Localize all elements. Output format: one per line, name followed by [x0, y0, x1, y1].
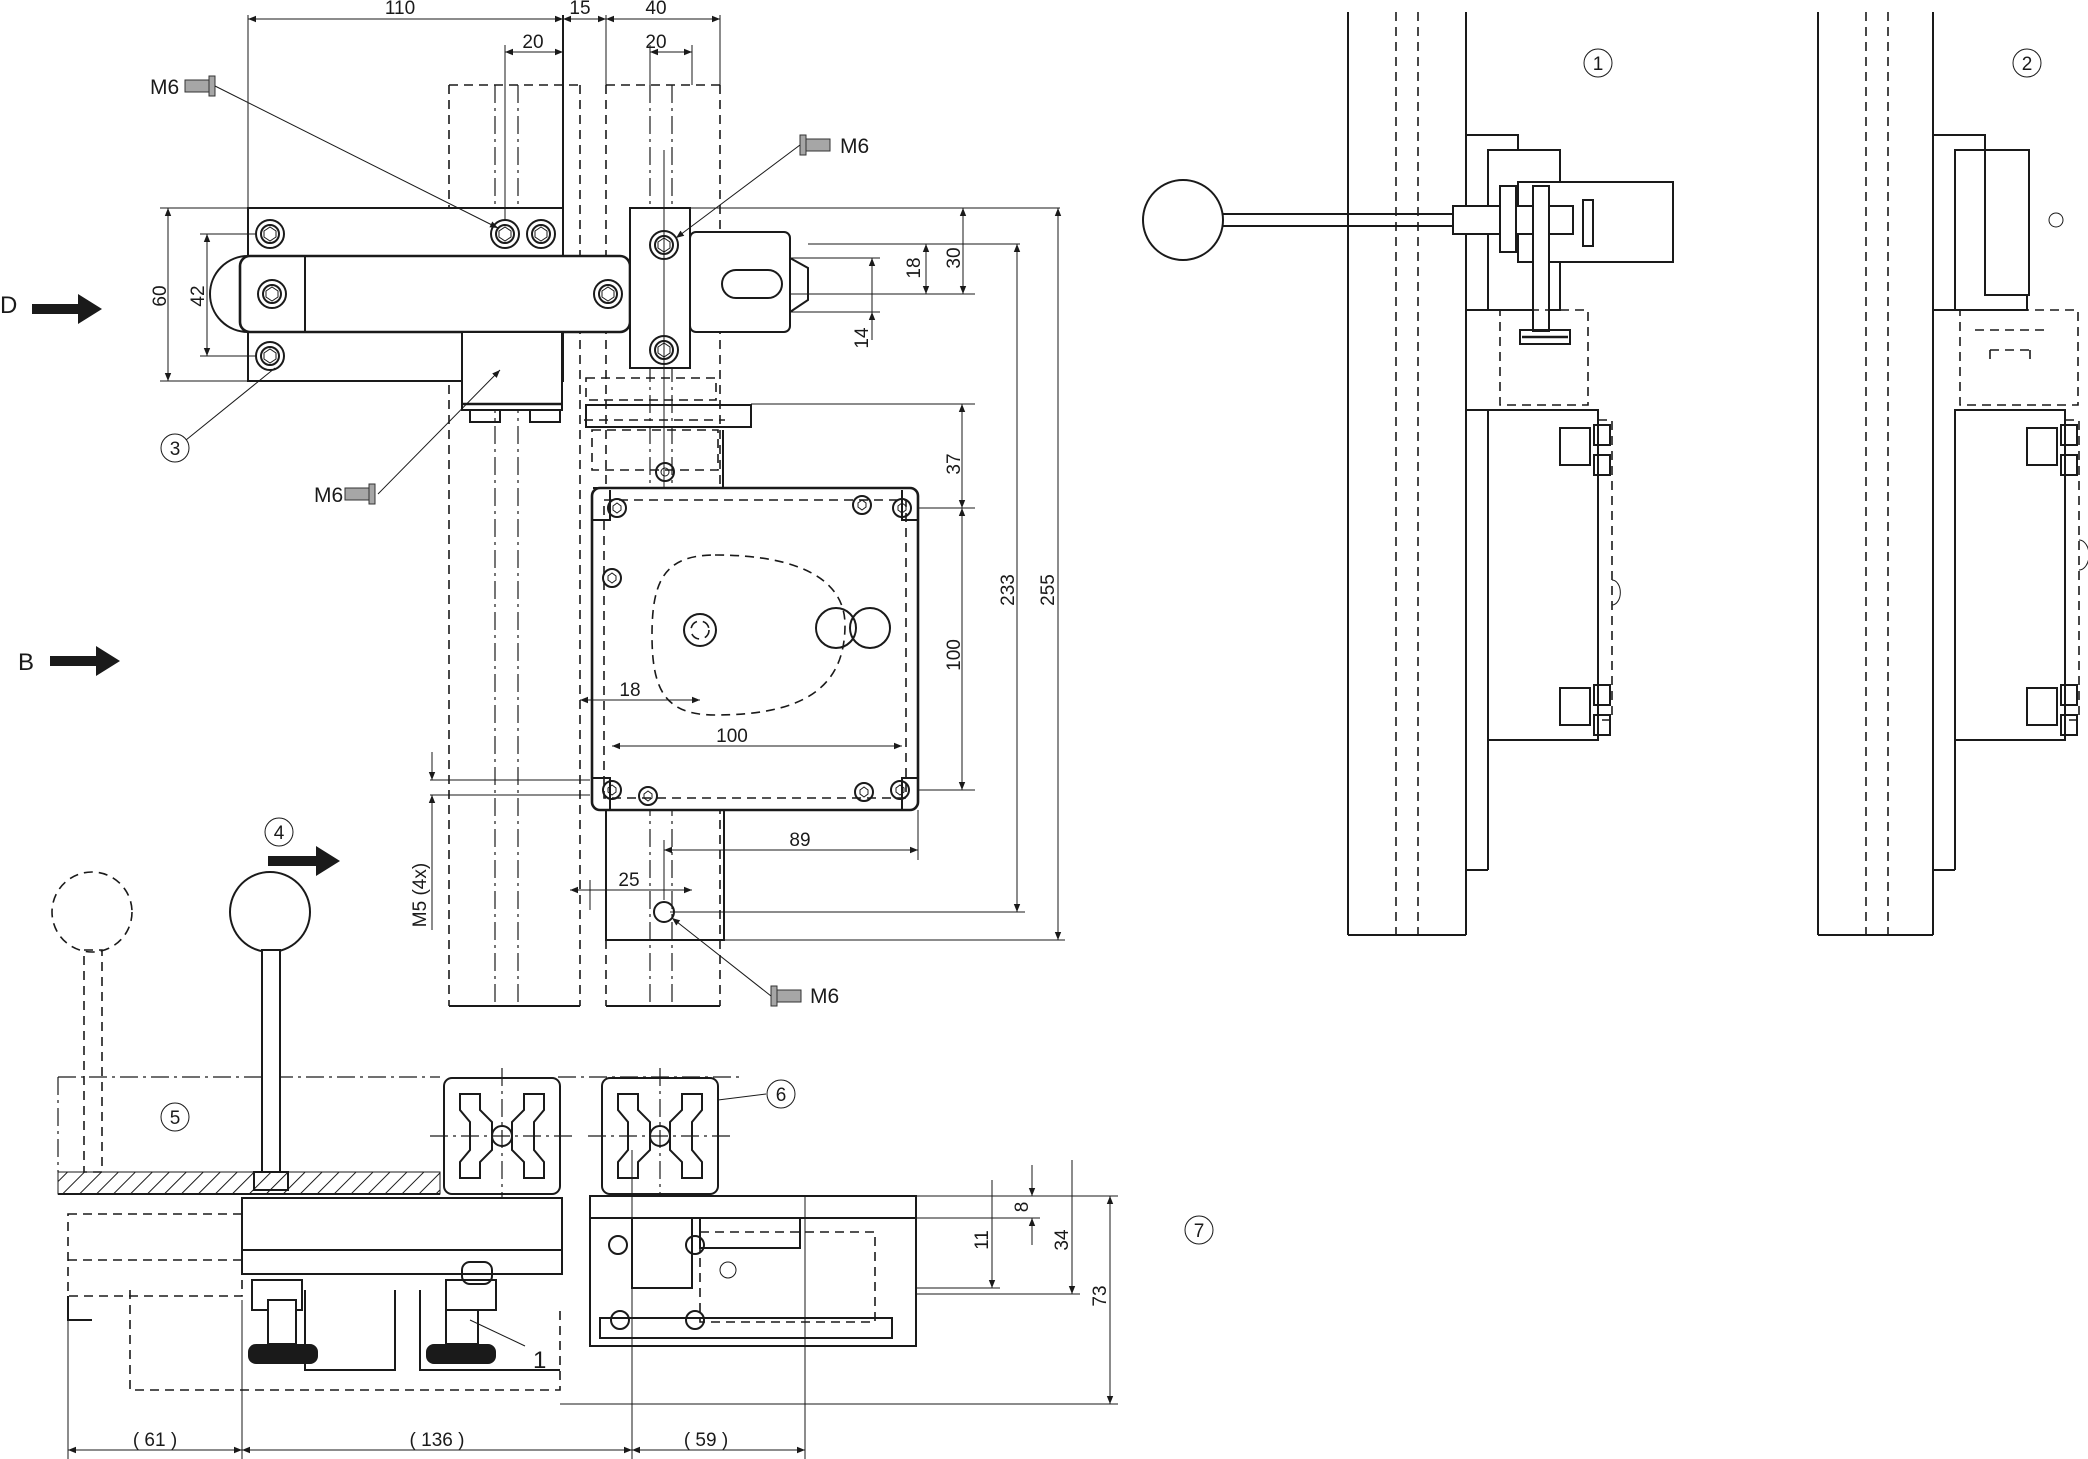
callout-3-label: 3 — [170, 439, 181, 460]
dim-18-right: 18 — [904, 257, 925, 278]
callout-6-label: 6 — [776, 1085, 787, 1106]
extrusion-profile-right — [588, 1068, 732, 1204]
dim-14: 14 — [852, 327, 873, 349]
handle-mounting-plate — [209, 207, 632, 423]
actuator-block — [629, 150, 809, 730]
dimensions-inner: 18 100 89 25 M5 (4x) — [410, 680, 919, 930]
dim-40: 40 — [645, 0, 666, 19]
dim-11: 11 — [972, 1230, 993, 1250]
callout-4: 4 — [264, 817, 340, 876]
bottom-view: 5 4 — [51, 817, 1214, 1459]
dimensions-top: 110 15 40 20 20 — [247, 0, 721, 220]
screw-m6-icon — [799, 134, 831, 156]
dim-30: 30 — [944, 247, 965, 268]
part-label-1: 1 — [533, 1347, 546, 1374]
front-view: 110 15 40 20 20 60 42 — [0, 0, 1065, 1008]
dim-8: 8 — [1012, 1202, 1033, 1213]
dim-15: 15 — [569, 0, 590, 19]
callout-2-label: 2 — [2022, 54, 2033, 75]
dim-20-left: 20 — [522, 32, 543, 53]
screw-m6-icon — [770, 985, 802, 1007]
dim-136: ( 136 ) — [410, 1430, 465, 1451]
dimensions-bottom-right: 8 11 34 73 — [560, 1160, 1118, 1405]
dim-60: 60 — [150, 285, 171, 306]
view-label-d: D — [0, 292, 17, 319]
side-view-1: 1 — [1142, 12, 1674, 936]
dim-m5-4x: M5 (4x) — [410, 863, 431, 927]
side-view-2: 2 — [1817, 12, 2088, 936]
dim-100-vertical: 100 — [944, 639, 965, 671]
screw-label-m6-bottom: M6 — [810, 985, 839, 1008]
dim-73: 73 — [1090, 1285, 1111, 1306]
dimensions-bottom: ( 61 ) ( 136 ) ( 59 ) — [67, 1300, 805, 1459]
callout-7: 7 — [1184, 1215, 1214, 1245]
handle-dashed — [51, 871, 133, 1173]
view-label-b: B — [18, 649, 34, 676]
extrusion-profile-left — [430, 1068, 574, 1204]
dim-42: 42 — [188, 285, 209, 306]
screw-label-m6-middle-left: M6 — [314, 484, 343, 507]
view-arrow-d: D — [0, 292, 102, 324]
callout-3: 3 — [160, 367, 276, 463]
dim-100-horizontal: 100 — [716, 726, 748, 747]
callout-6: 6 — [717, 1079, 796, 1109]
dim-89: 89 — [789, 830, 810, 851]
dim-233: 233 — [998, 574, 1019, 606]
callout-1-label: 1 — [1593, 54, 1604, 75]
dim-110: 110 — [385, 0, 415, 19]
dim-61: ( 61 ) — [133, 1430, 177, 1451]
view-arrow-b: B — [18, 646, 120, 676]
safety-switch-body — [584, 377, 920, 941]
callout-5-label: 5 — [170, 1108, 181, 1129]
dim-25: 25 — [618, 870, 639, 891]
callout-7-label: 7 — [1194, 1221, 1205, 1242]
handle-solid — [229, 871, 311, 1191]
screw-callouts: M6 M6 M6 M6 — [150, 75, 869, 1008]
dim-255: 255 — [1038, 574, 1059, 606]
screw-label-m6-top-left: M6 — [150, 76, 179, 99]
dim-37: 37 — [944, 453, 965, 474]
dim-20-right: 20 — [645, 32, 666, 53]
dim-59: ( 59 ) — [684, 1430, 728, 1451]
dimensions-left: 60 42 — [150, 207, 256, 382]
dimensions-right: 18 30 14 37 100 233 255 — [670, 207, 1065, 941]
screw-label-m6-top-right: M6 — [840, 135, 869, 158]
screw-m6-icon — [344, 483, 376, 505]
callout-4-label: 4 — [274, 823, 285, 844]
adjustment-knobs: 1 — [248, 1279, 546, 1374]
screw-m6-icon — [184, 75, 216, 97]
dim-18-inner: 18 — [619, 680, 640, 701]
dim-34: 34 — [1052, 1229, 1073, 1251]
